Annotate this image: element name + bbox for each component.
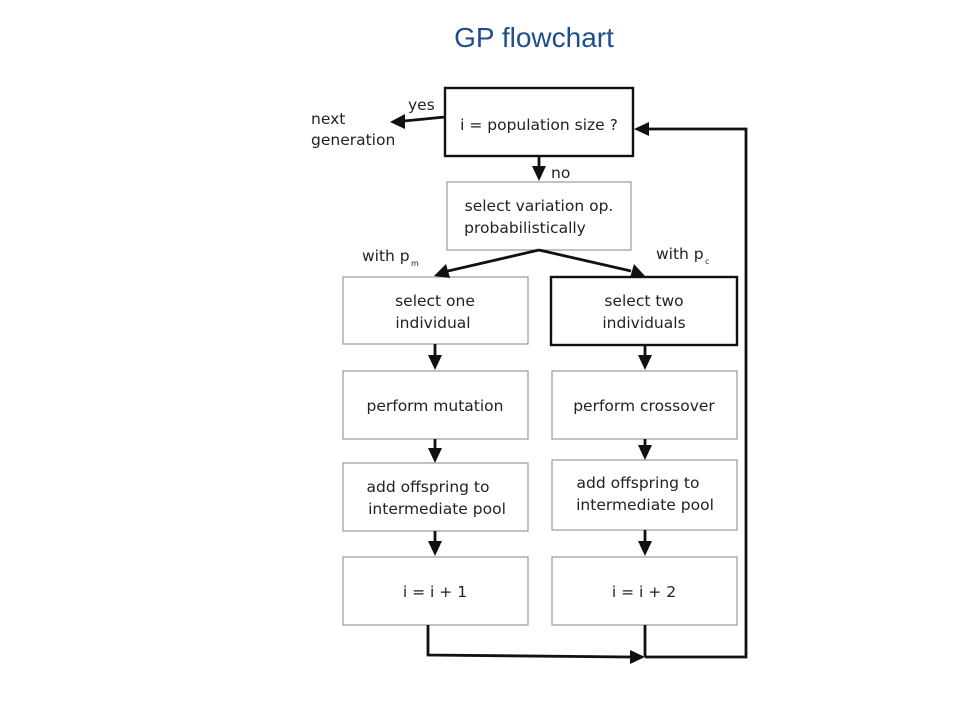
node-inc-two-line-1: i = i + 2 bbox=[612, 583, 676, 601]
node-add-left: add offspring to intermediate pool bbox=[342, 462, 529, 532]
label-next: next bbox=[311, 110, 345, 128]
label-generation: generation bbox=[311, 131, 395, 149]
node-select-one-line-2: individual bbox=[395, 314, 470, 332]
arrowhead-left-2 bbox=[428, 448, 442, 463]
edge-split-left bbox=[447, 248, 540, 273]
node-inc-one-line-1: i = i + 1 bbox=[403, 583, 467, 601]
node-select-two: select two individuals bbox=[549, 275, 739, 347]
node-inc-two: i = i + 2 bbox=[551, 556, 738, 626]
arrowhead-split-left bbox=[434, 264, 450, 278]
edge-merge-left bbox=[426, 625, 631, 659]
node-select-op-line-2: probabilistically bbox=[464, 219, 586, 237]
label-with-right-sub: c bbox=[705, 257, 709, 266]
edge-yes bbox=[403, 115, 446, 123]
edge-split-right bbox=[538, 248, 632, 273]
arrowhead-no bbox=[532, 166, 546, 181]
page-title: GP flowchart bbox=[454, 22, 614, 53]
node-select-op: select variation op. probabilistically bbox=[446, 181, 632, 251]
node-select-one-line-1: select one bbox=[395, 292, 475, 310]
connectors bbox=[390, 114, 748, 664]
label-no: no bbox=[551, 164, 570, 182]
label-with-left: with p bbox=[362, 247, 410, 265]
arrowhead-yes bbox=[390, 114, 405, 129]
arrowhead-loop-back bbox=[634, 122, 649, 136]
node-add-left-line-1: add offspring to bbox=[366, 478, 489, 496]
arrowhead-merge bbox=[630, 650, 645, 664]
arrowhead-right-3 bbox=[638, 541, 652, 556]
arrowhead-left-3 bbox=[428, 541, 442, 556]
node-crossover-line-1: perform crossover bbox=[573, 397, 715, 415]
node-check: i = population size ? bbox=[443, 86, 635, 158]
arrowhead-left-1 bbox=[428, 355, 442, 370]
node-add-right-line-1: add offspring to bbox=[576, 474, 699, 492]
node-crossover: perform crossover bbox=[551, 370, 738, 440]
node-inc-one: i = i + 1 bbox=[342, 556, 529, 626]
label-with-left-sub: m bbox=[411, 259, 419, 268]
node-add-left-line-2: intermediate pool bbox=[368, 500, 506, 518]
arrowhead-split-right bbox=[630, 264, 645, 278]
arrowhead-right-2 bbox=[638, 445, 652, 460]
node-check-line-1: i = population size ? bbox=[460, 116, 618, 134]
node-add-right-line-2: intermediate pool bbox=[576, 496, 714, 514]
label-yes: yes bbox=[408, 96, 435, 114]
node-mutation-line-1: perform mutation bbox=[366, 397, 503, 415]
node-select-one: select one individual bbox=[342, 276, 529, 345]
label-with-right: with p bbox=[656, 245, 704, 263]
node-select-two-line-1: select two bbox=[604, 292, 683, 310]
node-select-op-line-1: select variation op. bbox=[465, 197, 614, 215]
edge-loop-back bbox=[645, 127, 748, 659]
node-select-two-line-2: individuals bbox=[602, 314, 685, 332]
node-add-right: add offspring to intermediate pool bbox=[551, 459, 738, 531]
node-mutation: perform mutation bbox=[342, 370, 529, 440]
arrowhead-right-1 bbox=[638, 355, 652, 370]
